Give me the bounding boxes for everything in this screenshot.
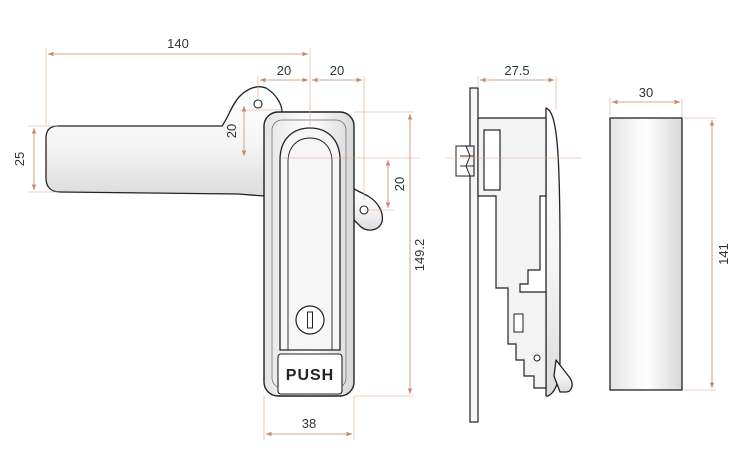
svg-text:20: 20 [330, 63, 344, 78]
dim-cutout-height: 141 [682, 117, 731, 391]
cylinder-nut [455, 129, 501, 191]
cutout-view: 30 141 [609, 85, 731, 391]
push-button [277, 353, 343, 395]
door-panel [469, 87, 479, 423]
housing-slot [513, 313, 524, 333]
dim-side-depth: 27.5 [477, 63, 557, 110]
pivot-hole [253, 99, 263, 109]
lock-face-profile [545, 107, 561, 397]
handle-arm [45, 86, 283, 197]
housing-pin [533, 354, 541, 362]
svg-text:27.5: 27.5 [504, 63, 529, 78]
handle-cap-groove [287, 137, 333, 350]
svg-text:140: 140 [167, 36, 189, 51]
front-view: PUSH 140 20 20 20 [12, 36, 427, 440]
keyhole-icon [295, 305, 325, 335]
svg-text:149.2: 149.2 [412, 239, 427, 272]
dim-tab-height: 20 [224, 106, 247, 156]
svg-text:25: 25 [12, 152, 27, 166]
dim-body-width: 38 [263, 396, 355, 440]
push-button-label: PUSH [286, 367, 334, 384]
dim-offset-right: 20 [312, 63, 365, 200]
svg-text:20: 20 [277, 63, 291, 78]
svg-text:20: 20 [392, 177, 407, 191]
handle-cap [279, 127, 341, 351]
svg-text:20: 20 [224, 124, 239, 138]
dim-body-height: 149.2 [354, 111, 427, 397]
latch-tongue [553, 359, 573, 393]
dim-handle-height: 25 [12, 125, 58, 193]
side-view: 27.5 [446, 63, 582, 423]
panel-cutout [609, 117, 683, 391]
dim-cutout-width: 30 [609, 85, 683, 118]
svg-text:38: 38 [302, 416, 316, 431]
svg-text:141: 141 [716, 243, 731, 265]
dim-overall-width: 140 [45, 36, 311, 126]
dim-lug-height: 20 [364, 160, 407, 211]
dim-offset-left: 20 [257, 63, 308, 96]
svg-text:30: 30 [639, 85, 653, 100]
